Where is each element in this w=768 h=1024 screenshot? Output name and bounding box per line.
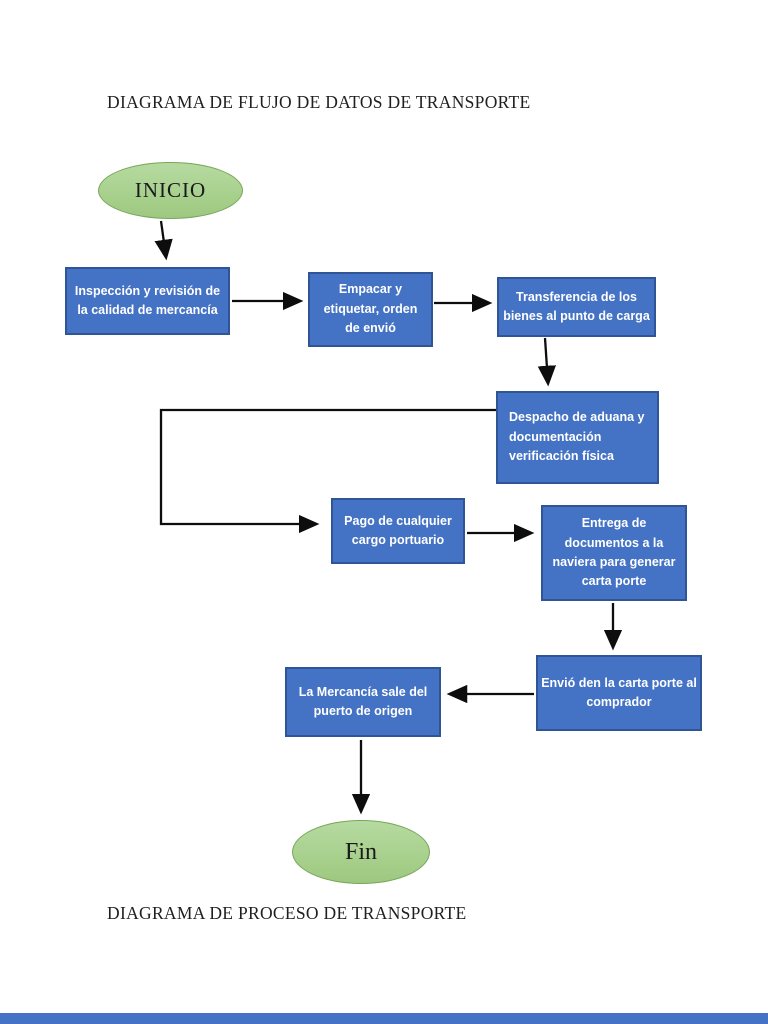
- process-diagram-title: DIAGRAMA DE PROCESO DE TRANSPORTE: [107, 903, 467, 923]
- start-node-label: INICIO: [134, 178, 207, 202]
- flowchart-step-entrega: Entrega de documentos a la naviera para …: [541, 505, 687, 601]
- cutoff-bottom-shape: [0, 1013, 768, 1024]
- flow-diagram-title: DIAGRAMA DE FLUJO DE DATOS DE TRANSPORTE: [107, 92, 531, 112]
- flowchart-end-node: Fin: [292, 820, 430, 884]
- flowchart-step-empacar: Empacar y etiquetar, orden de envió: [308, 272, 433, 347]
- flowchart-step-mercancia: La Mercancía sale del puerto de origen: [285, 667, 441, 737]
- flowchart-step-envio: Envió den la carta porte al comprador: [536, 655, 702, 731]
- arrow-inicio-to-inspeccion: [154, 220, 173, 261]
- flowchart-start-node: INICIO: [98, 162, 243, 219]
- flowchart-step-pago: Pago de cualquier cargo portuario: [331, 498, 465, 564]
- arrow-transferencia-to-despacho: [537, 337, 557, 387]
- flowchart-step-despacho: Despacho de aduana y documentación verif…: [496, 391, 659, 484]
- flowchart-step-inspeccion: Inspección y revisión de la calidad de m…: [65, 267, 230, 335]
- end-node-label: Fin: [344, 838, 377, 865]
- flowchart-step-transferencia: Transferencia de los bienes al punto de …: [497, 277, 656, 337]
